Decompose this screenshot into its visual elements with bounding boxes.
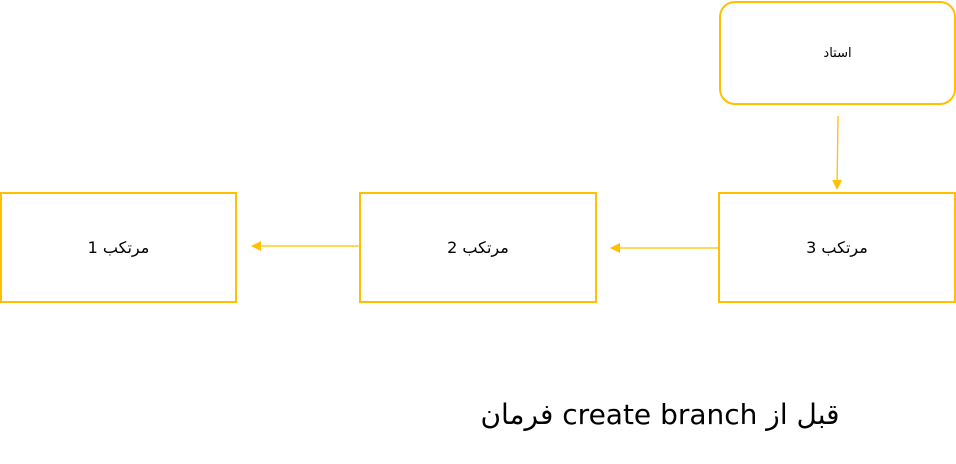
commit-node-2: مرتکب 2 (359, 192, 597, 303)
commit-node-label: مرتکب 1 (87, 238, 150, 257)
commit-node-3: مرتکب 3 (718, 192, 956, 303)
commit-node-label: مرتکب 3 (806, 238, 868, 257)
master-node-label: استاد (823, 45, 852, 61)
diagram-caption: قبل از create branch فرمان (480, 398, 840, 431)
master-node: استاد (719, 1, 956, 105)
commit-node-1: مرتکب 1 (0, 192, 237, 303)
commit-node-label: مرتکب 2 (447, 238, 509, 257)
arrow-master-to-commit-3 (832, 115, 843, 190)
